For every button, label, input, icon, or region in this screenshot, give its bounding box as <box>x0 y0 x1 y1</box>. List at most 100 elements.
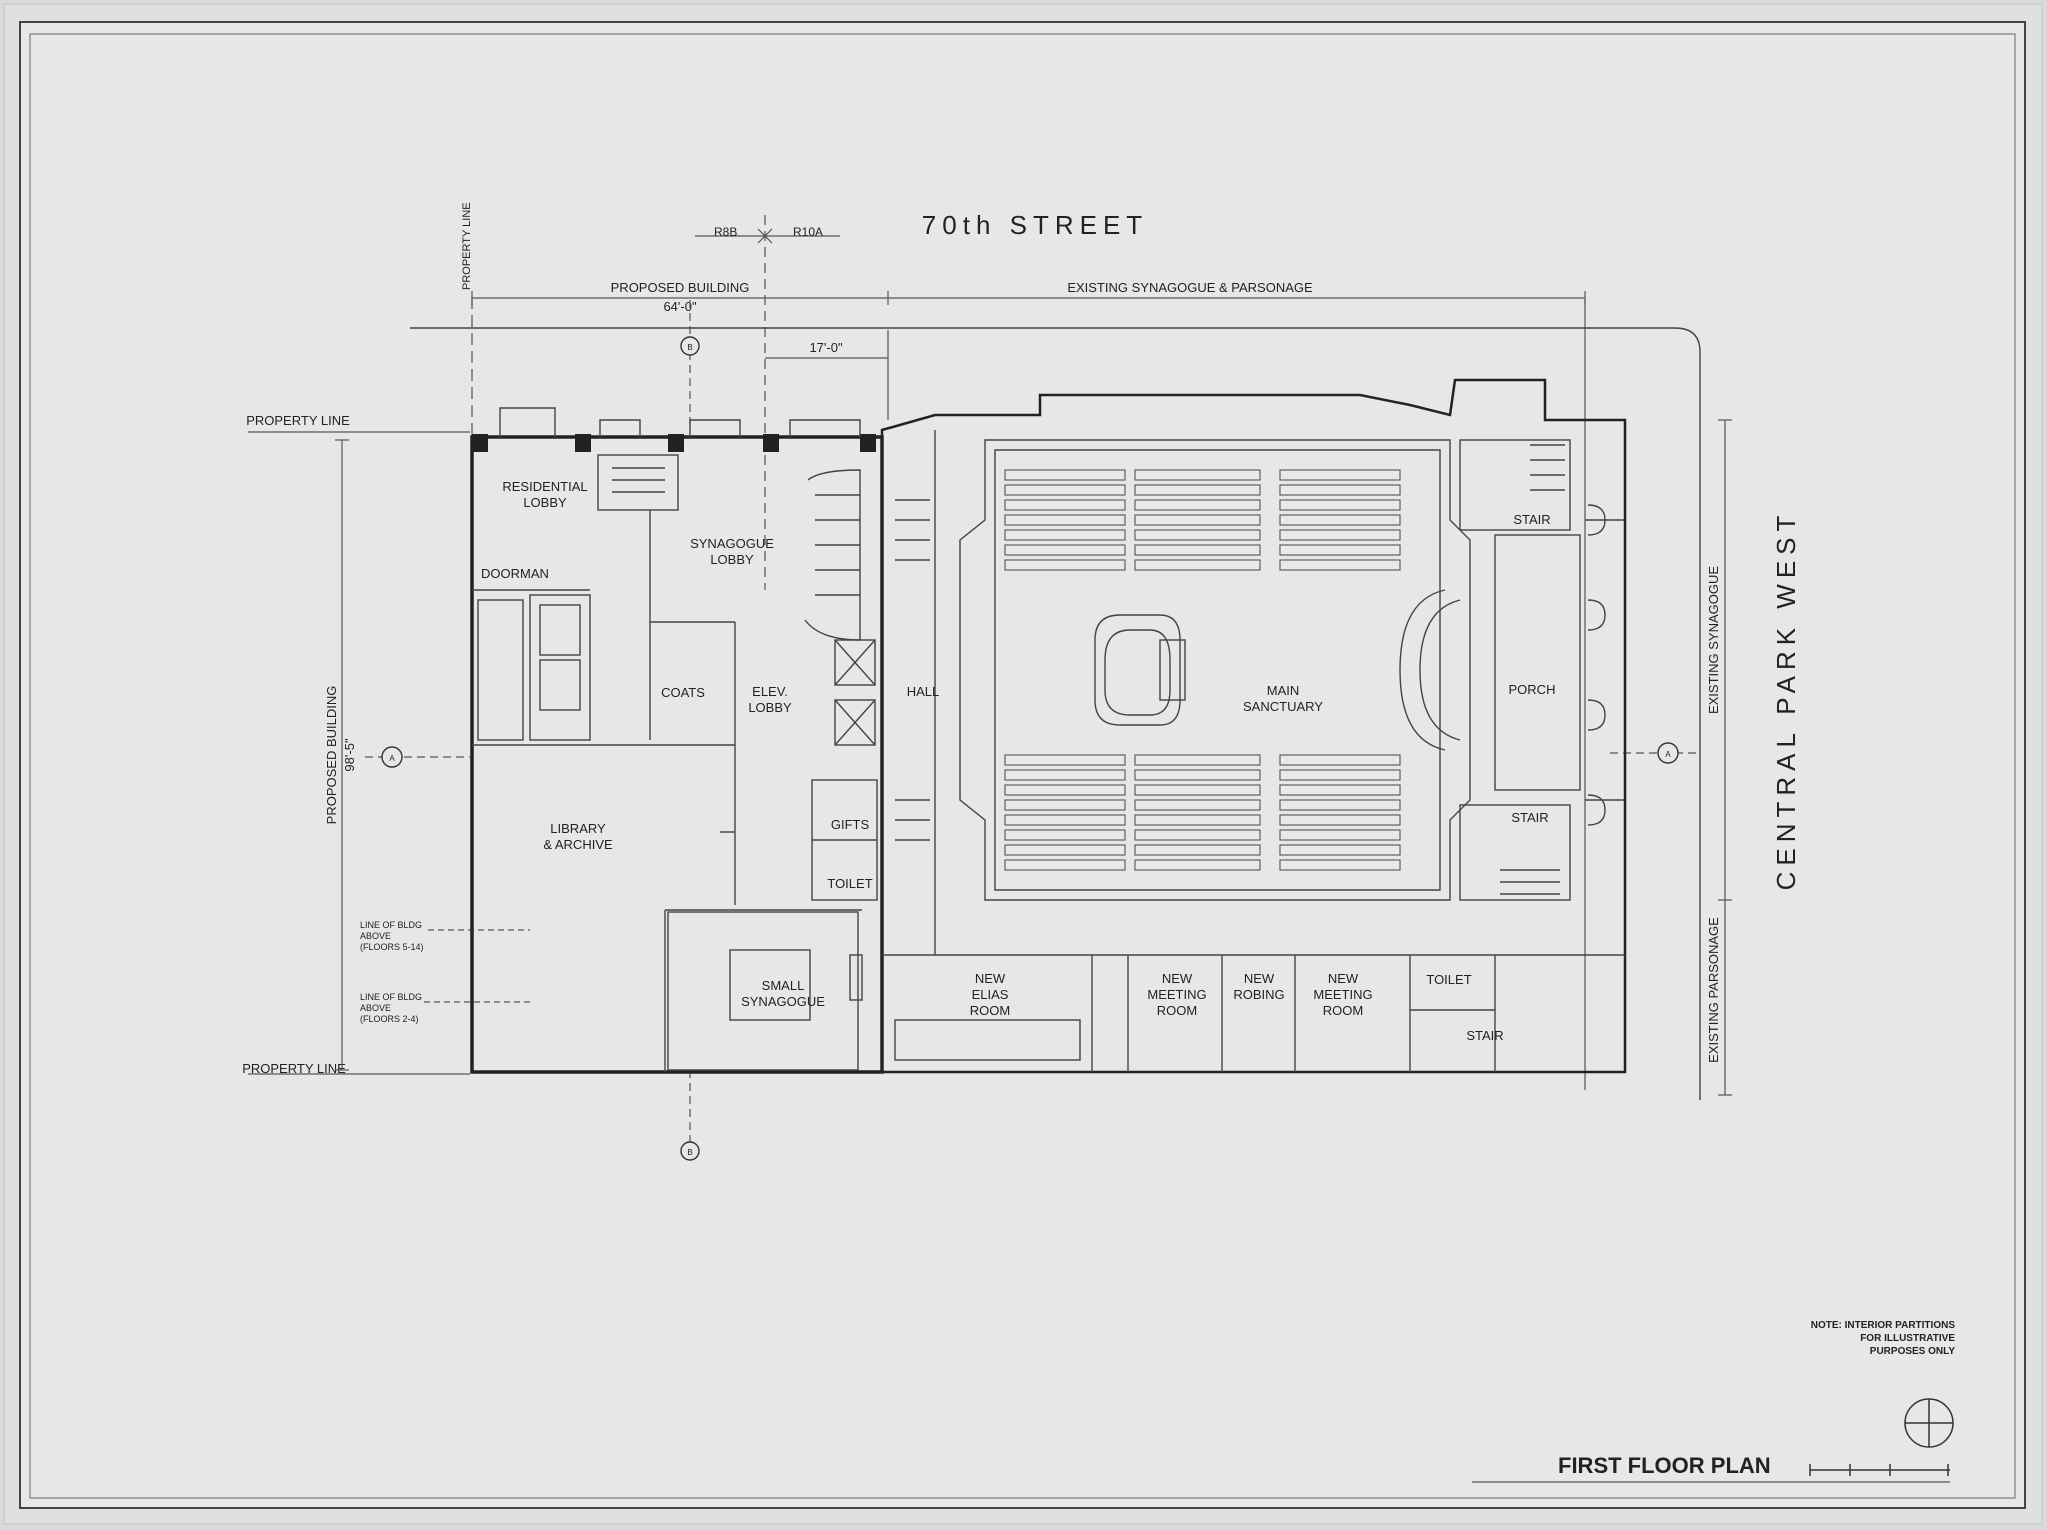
svg-text:ABOVE: ABOVE <box>360 931 391 941</box>
svg-text:A: A <box>1665 750 1671 759</box>
section-marker-a-left: A <box>365 746 470 768</box>
dimension-existing-synagogue-side: EXISTING SYNAGOGUE <box>1706 419 1732 900</box>
room-hall: HALL <box>907 684 940 699</box>
room-elev-lobby: ELEV.LOBBY <box>748 684 792 715</box>
pew <box>1279 529 1401 541</box>
pew <box>1279 544 1401 556</box>
pew <box>1004 529 1126 541</box>
pew <box>1004 799 1126 811</box>
drawing-title: FIRST FLOOR PLAN <box>1558 1453 1771 1478</box>
line-of-bldg-above-upper: LINE OF BLDG ABOVE (FLOORS 5-14) <box>360 920 530 952</box>
scale-bar <box>1809 1464 1950 1476</box>
pew <box>1004 784 1126 796</box>
pew <box>1279 499 1401 511</box>
pew <box>1279 484 1401 496</box>
room-gifts: GIFTS <box>831 817 870 832</box>
dimension-existing-width: EXISTING SYNAGOGUE & PARSONAGE <box>888 280 1586 305</box>
pew <box>1134 529 1261 541</box>
existing-synagogue-parsonage-label: EXISTING SYNAGOGUE & PARSONAGE <box>1067 280 1313 295</box>
pew <box>1134 799 1261 811</box>
pew <box>1134 754 1261 766</box>
pew <box>1004 559 1126 571</box>
pew <box>1134 499 1261 511</box>
room-stair-top: STAIR <box>1513 512 1550 527</box>
pew <box>1134 514 1261 526</box>
dimension-proposed-width: PROPOSED BUILDING 64'-0" <box>471 280 889 314</box>
pew <box>1004 859 1126 871</box>
existing-synagogue-side-label: EXISTING SYNAGOGUE <box>1706 566 1721 714</box>
svg-text:LINE OF BLDG: LINE OF BLDG <box>360 920 422 930</box>
dimension-existing-parsonage-side: EXISTING PARSONAGE <box>1706 899 1732 1096</box>
svg-text:LINE OF BLDG: LINE OF BLDG <box>360 992 422 1002</box>
room-stair-bottom: STAIR <box>1466 1028 1503 1043</box>
room-coats: COATS <box>661 685 705 700</box>
pew <box>1134 829 1261 841</box>
zoning-divider: R8B R10A <box>695 215 840 590</box>
room-toilet-left: TOILET <box>827 876 872 891</box>
pew <box>1279 514 1401 526</box>
setback-dimension: 17'-0" <box>809 340 843 355</box>
pew <box>1004 484 1126 496</box>
pew <box>1004 469 1126 481</box>
pew <box>1279 859 1401 871</box>
pew <box>1279 469 1401 481</box>
svg-text:B: B <box>687 1148 692 1157</box>
property-line-label-upper: PROPERTY LINE <box>246 413 350 428</box>
room-stair-mid: STAIR <box>1511 810 1548 825</box>
room-toilet-right: TOILET <box>1426 972 1471 987</box>
section-marker-b-bottom: B <box>680 1070 700 1161</box>
existing-parsonage-side-label: EXISTING PARSONAGE <box>1706 917 1721 1063</box>
existing-synagogue <box>880 378 1627 1074</box>
pew <box>1279 769 1401 781</box>
room-doorman: DOORMAN <box>481 566 549 581</box>
pew <box>1134 469 1261 481</box>
north-arrow-icon <box>1904 1398 1954 1448</box>
svg-text:(FLOORS 2-4): (FLOORS 2-4) <box>360 1014 419 1024</box>
pew <box>1279 799 1401 811</box>
pew <box>1134 844 1261 856</box>
line-of-bldg-above-lower: LINE OF BLDG ABOVE (FLOORS 2-4) <box>360 992 530 1024</box>
pew <box>1279 559 1401 571</box>
property-line-label-lower: PROPERTY LINE <box>242 1061 346 1076</box>
dimension-proposed-depth: PROPOSED BUILDING 98'-5" <box>324 439 357 1071</box>
svg-text:(FLOORS 5-14): (FLOORS 5-14) <box>360 942 424 952</box>
svg-text:ABOVE: ABOVE <box>360 1003 391 1013</box>
proposed-building-depth-value: 98'-5" <box>342 738 357 772</box>
pew <box>1004 514 1126 526</box>
pew <box>1004 754 1126 766</box>
room-porch: PORCH <box>1509 682 1556 697</box>
zoning-label-right: R10A <box>793 225 823 239</box>
sanctuary-pews <box>1004 469 1401 871</box>
property-line-label-top: PROPERTY LINE <box>461 202 473 290</box>
pew <box>1004 829 1126 841</box>
svg-text:A: A <box>389 754 395 763</box>
street-name-north: 70th STREET <box>922 210 1148 240</box>
pew <box>1279 784 1401 796</box>
zoning-label-left: R8B <box>714 225 737 239</box>
dimension-setback: 17'-0" <box>765 330 889 420</box>
street-name-east: CENTRAL PARK WEST <box>1771 510 1801 891</box>
pew <box>1004 544 1126 556</box>
pew <box>1134 814 1261 826</box>
pew <box>1134 544 1261 556</box>
pew <box>1134 859 1261 871</box>
pew <box>1134 769 1261 781</box>
proposed-building-label: PROPOSED BUILDING <box>611 280 750 295</box>
pew <box>1279 754 1401 766</box>
proposed-building-width: 64'-0" <box>663 299 697 314</box>
pew <box>1134 784 1261 796</box>
pew <box>1279 829 1401 841</box>
pew <box>1004 844 1126 856</box>
section-marker-b-top: B <box>680 300 700 430</box>
pew <box>1004 769 1126 781</box>
proposed-building-depth-label: PROPOSED BUILDING <box>324 686 339 825</box>
